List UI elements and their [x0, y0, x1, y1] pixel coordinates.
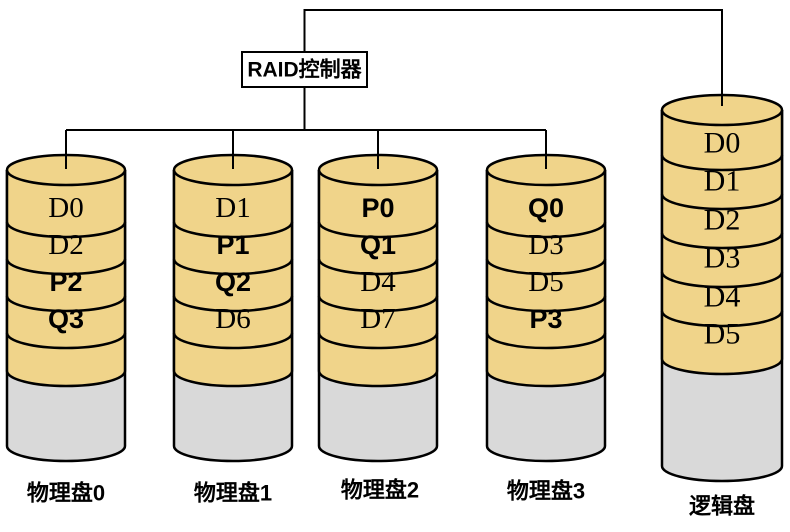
block-label: Q2	[215, 267, 251, 297]
block-label: D2	[704, 204, 741, 237]
block-label: D0	[48, 192, 83, 224]
raid-controller-label: RAID控制器	[247, 58, 362, 82]
block-label: P3	[529, 304, 562, 334]
block-label: D4	[704, 281, 741, 314]
platter-divider	[5, 295, 127, 313]
block-label: D0	[704, 127, 741, 160]
block-label: D5	[528, 266, 563, 298]
platter-divider	[660, 271, 784, 289]
disk-label-physical-0: 物理盘0	[27, 481, 105, 506]
platter-divider	[5, 332, 127, 350]
block-label: P1	[216, 230, 249, 260]
platter-divider	[660, 193, 784, 211]
disk-used-region	[660, 110, 784, 376]
platter-divider	[485, 295, 607, 313]
platter-divider	[172, 221, 294, 239]
block-label: D4	[360, 266, 396, 298]
disk-label-physical-2: 物理盘2	[341, 478, 419, 503]
disk-used-region	[485, 170, 607, 388]
physical-disk-1: D1 P1 Q2 D6 物理盘1	[172, 153, 294, 506]
platter-divider	[485, 221, 607, 239]
raid-controller: RAID控制器	[241, 51, 368, 88]
platter-divider	[172, 295, 294, 313]
platter-divider	[172, 258, 294, 276]
platter-divider	[660, 232, 784, 250]
block-label: D3	[528, 229, 563, 261]
block-label: D3	[704, 242, 741, 275]
physical-disk-3: Q0 D3 D5 P3 物理盘3	[485, 153, 607, 504]
connector-controller-to-logical-disk	[303, 9, 723, 106]
disk-used-region	[5, 170, 127, 388]
block-label: D2	[48, 229, 83, 261]
disk-label-physical-3: 物理盘3	[507, 479, 585, 504]
platter-divider	[485, 332, 607, 350]
platter-divider	[485, 258, 607, 276]
block-label: D7	[360, 303, 395, 335]
platter-divider	[172, 332, 294, 350]
platter-divider	[660, 154, 784, 172]
block-label: P2	[49, 267, 82, 297]
platter-divider	[317, 332, 439, 350]
disk-label-logical: 逻辑盘	[689, 494, 755, 519]
physical-disk-2: P0 Q1 D4 D7 物理盘2	[317, 153, 439, 503]
block-label: Q0	[528, 193, 564, 223]
disk-used-region	[172, 170, 294, 388]
block-label: D1	[215, 192, 250, 224]
platter-divider	[660, 310, 784, 328]
block-label: Q3	[48, 304, 84, 334]
physical-disk-0: D0 D2 P2 Q3 物理盘0	[5, 153, 127, 506]
block-label: D1	[704, 165, 741, 198]
block-label: P0	[361, 193, 394, 223]
disk-used-region	[317, 170, 439, 388]
platter-divider	[317, 221, 439, 239]
platter-divider	[5, 221, 127, 239]
platter-divider	[317, 258, 439, 276]
platter-divider	[5, 258, 127, 276]
logical-disk: D0 D1 D2 D3 D4 D5 逻辑盘	[660, 93, 784, 519]
block-label: D6	[215, 303, 250, 335]
disk-label-physical-1: 物理盘1	[194, 481, 272, 506]
raid-controller-box	[241, 51, 368, 88]
block-label: D5	[704, 318, 741, 351]
platter-divider	[317, 295, 439, 313]
block-label: Q1	[360, 230, 396, 260]
